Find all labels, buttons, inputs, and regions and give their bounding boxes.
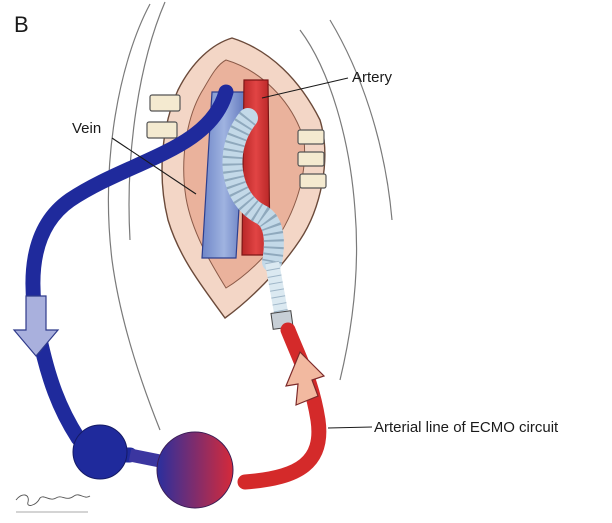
artery-label: Artery [352,69,393,86]
circuit-pump-small [73,425,127,479]
arterial-line-label: Arterial line of ECMO circuit [374,419,559,436]
panel-label: B [14,12,29,37]
vein-label: Vein [72,120,101,137]
flow-arrow-down [14,296,58,356]
artist-signature [16,495,90,512]
circuit-oxygenator [157,432,233,508]
